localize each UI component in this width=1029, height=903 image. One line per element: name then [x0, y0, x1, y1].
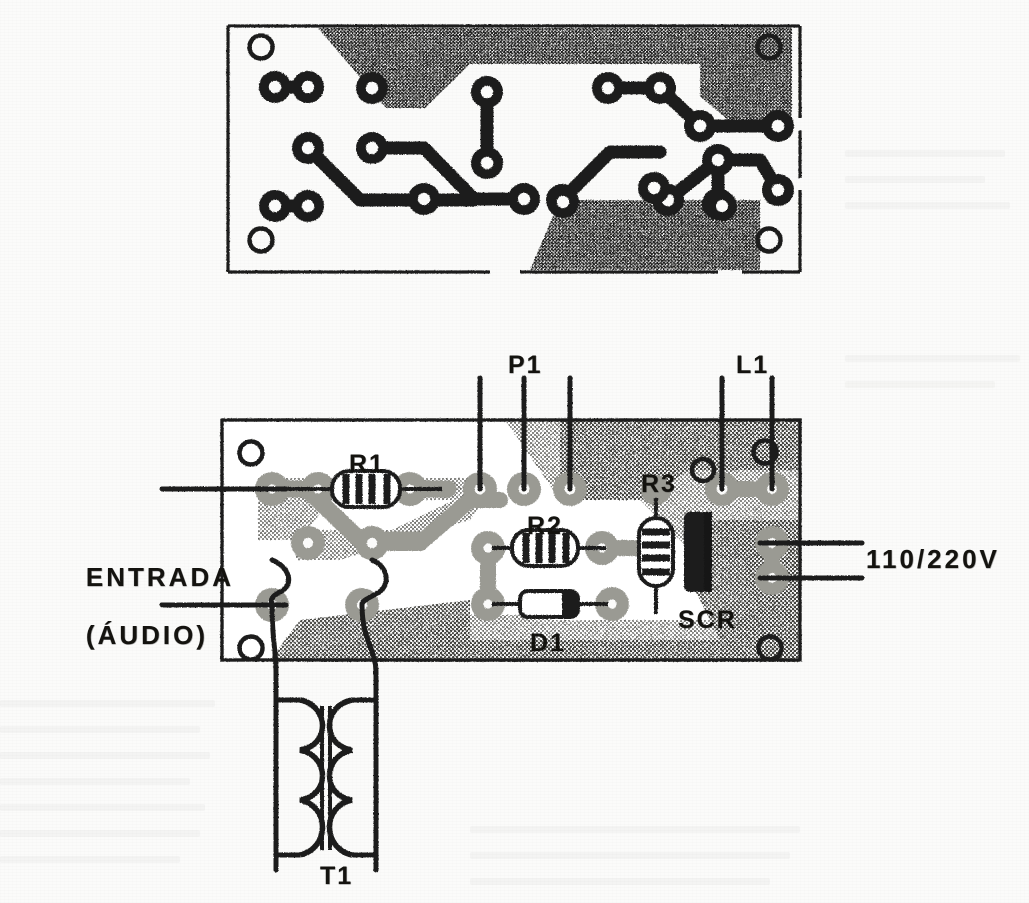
label-output: 110/220V: [866, 544, 1000, 574]
t1-wire-1: [269, 602, 279, 873]
mounting-hole: [755, 226, 783, 254]
label-t1: T1: [320, 862, 354, 890]
label-input: ENTRADA (ÁUDIO): [45, 534, 234, 680]
label-p1: P1: [508, 351, 543, 379]
component-r3: [637, 498, 675, 614]
mounting-hole: [237, 439, 265, 467]
component-scr: [684, 512, 712, 592]
mounting-hole: [247, 226, 275, 254]
mounting-hole: [755, 33, 783, 61]
mounting-hole: [689, 456, 717, 484]
mounting-hole: [237, 634, 265, 662]
label-input-line1: ENTRADA: [85, 562, 235, 593]
mounting-hole: [751, 438, 779, 466]
placement-board: [159, 375, 865, 873]
copper-artwork-board: [226, 24, 802, 274]
label-r3: R3: [641, 470, 677, 498]
component-r2: [492, 528, 606, 568]
component-r1: [288, 469, 442, 509]
label-scr: SCR: [678, 606, 737, 634]
label-r1: R1: [349, 450, 385, 478]
label-r2: R2: [527, 512, 563, 540]
label-d1: D1: [530, 629, 566, 657]
label-input-line2: (ÁUDIO): [85, 620, 208, 651]
mounting-hole: [756, 634, 784, 662]
component-d1: [492, 589, 608, 619]
t1-wire-2: [359, 602, 379, 873]
mounting-hole: [247, 33, 275, 61]
label-l1: L1: [736, 351, 770, 379]
component-t1: [273, 697, 379, 858]
